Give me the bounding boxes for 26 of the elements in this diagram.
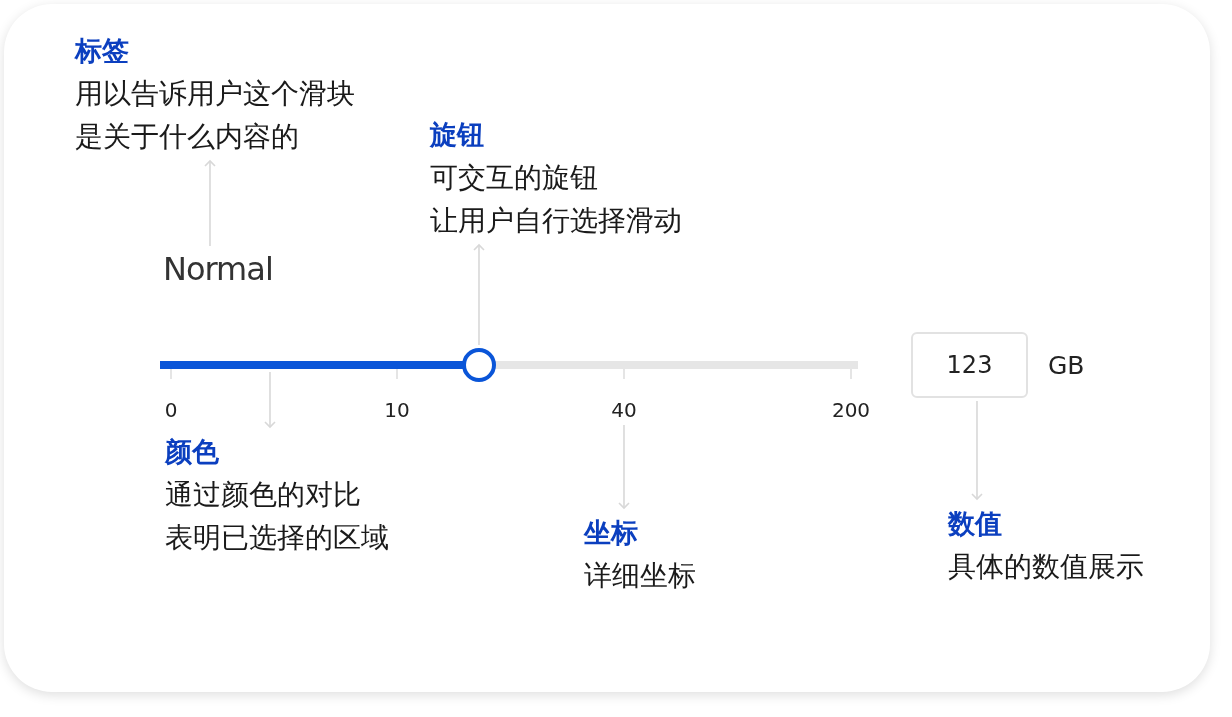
arrow [204, 160, 216, 247]
arrow [971, 400, 983, 500]
tick-label: 10 [383, 398, 411, 422]
annotation-text: 详细坐标 [584, 558, 697, 594]
arrow [264, 371, 276, 428]
arrow [618, 424, 630, 509]
annotation-title: 颜色 [165, 435, 220, 469]
unit-label: GB [1048, 350, 1085, 380]
annotation-text: 可交互的旋钮 [430, 160, 599, 196]
value-field: 123 [911, 332, 1028, 398]
tick-label: 40 [604, 398, 644, 422]
annotation-title: 数值 [948, 507, 1003, 541]
annotation-text: 让用户自行选择滑动 [430, 203, 683, 239]
tick-label: 0 [163, 398, 179, 422]
tick-label: 200 [830, 398, 872, 422]
annotation-text: 具体的数值展示 [948, 549, 1145, 585]
slider-label: Normal [163, 249, 281, 289]
annotation-text: 用以告诉用户这个滑块是关于什么内容的 [75, 76, 356, 155]
filled-track [160, 361, 464, 369]
annotation-title: 标签 [75, 34, 130, 68]
annotation-title: 坐标 [584, 516, 639, 550]
slider-knob [462, 348, 496, 382]
annotation-text: 通过颜色的对比 [165, 477, 362, 513]
annotation-text: 表明已选择的区域 [165, 520, 390, 556]
annotation-title: 旋钮 [430, 118, 485, 152]
arrow [473, 244, 485, 346]
